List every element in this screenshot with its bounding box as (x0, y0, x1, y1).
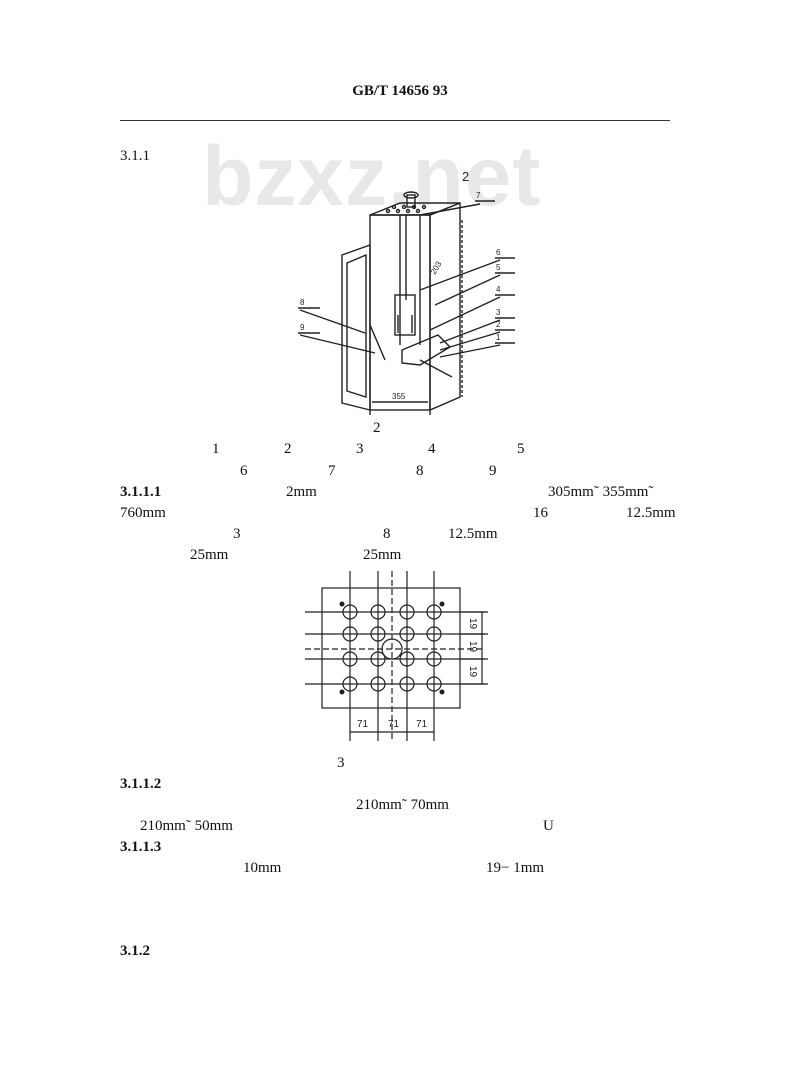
value-text: 3 (233, 526, 241, 542)
section-3-1-1-3: 3.1.1.3 (120, 839, 162, 855)
figure-3-hole-pattern: 71 71 71 19 19 19 (305, 571, 488, 741)
section-3-1-1-1: 3.1.1.1 (120, 484, 162, 500)
callout-4: 4 (496, 285, 501, 294)
callout-6: 6 (496, 248, 501, 257)
figure-2-top-label: 2 (462, 169, 469, 184)
dim-right: 19 (467, 641, 478, 653)
dim-bottom: 71 (416, 719, 428, 730)
legend-item: 5 (517, 441, 525, 457)
value-text: 16 (533, 505, 548, 521)
callout-1: 1 (496, 333, 501, 342)
value-text: 210mm˜ 50mm (140, 818, 233, 834)
value-text: 10mm (243, 860, 282, 876)
dim-right: 19 (467, 618, 478, 630)
dim-bottom: 71 (357, 719, 369, 730)
section-3-1-1: 3.1.1 (120, 148, 150, 164)
legend-item: 4 (428, 441, 436, 457)
value-text: 12.5mm (626, 505, 676, 521)
value-text: 2mm (286, 484, 317, 500)
dim-bottom: 71 (388, 719, 400, 730)
document-header: GB/T 14656 93 (352, 83, 448, 99)
figure-2-apparatus: 7 6 5 4 3 2 1 8 9 355 203 2 (298, 169, 515, 415)
section-3-1-1-2: 3.1.1.2 (120, 776, 162, 792)
callout-2: 2 (496, 320, 501, 329)
callout-8: 8 (300, 298, 305, 307)
legend-item: 1 (212, 441, 220, 457)
value-text: 760mm (120, 505, 166, 521)
value-text: 8 (383, 526, 391, 542)
dim-width: 355 (392, 392, 406, 401)
value-text: 25mm (190, 547, 229, 563)
legend-item: 3 (356, 441, 364, 457)
callout-9: 9 (300, 323, 305, 332)
watermark: bzxz.net (202, 129, 542, 223)
figure-2-caption: 2 (373, 420, 381, 436)
value-text: 305mm˜ 355mm˜ (548, 484, 654, 500)
legend-item: 8 (416, 463, 424, 479)
dim-right: 19 (467, 666, 478, 678)
legend-item: 2 (284, 441, 292, 457)
callout-3: 3 (496, 308, 501, 317)
value-text: 12.5mm (448, 526, 498, 542)
value-text: 210mm˜ 70mm (356, 797, 449, 813)
callout-7: 7 (476, 191, 481, 200)
value-text: 25mm (363, 547, 402, 563)
figure-3-caption: 3 (337, 755, 345, 771)
value-text: 19− 1mm (486, 860, 545, 876)
legend-item: 7 (328, 463, 336, 479)
header-rule (120, 120, 670, 121)
callout-5: 5 (496, 263, 501, 272)
value-text: U (543, 818, 554, 834)
legend-item: 9 (489, 463, 497, 479)
section-3-1-2: 3.1.2 (120, 943, 150, 959)
legend-item: 6 (240, 463, 248, 479)
dim-diagonal: 203 (429, 259, 444, 276)
